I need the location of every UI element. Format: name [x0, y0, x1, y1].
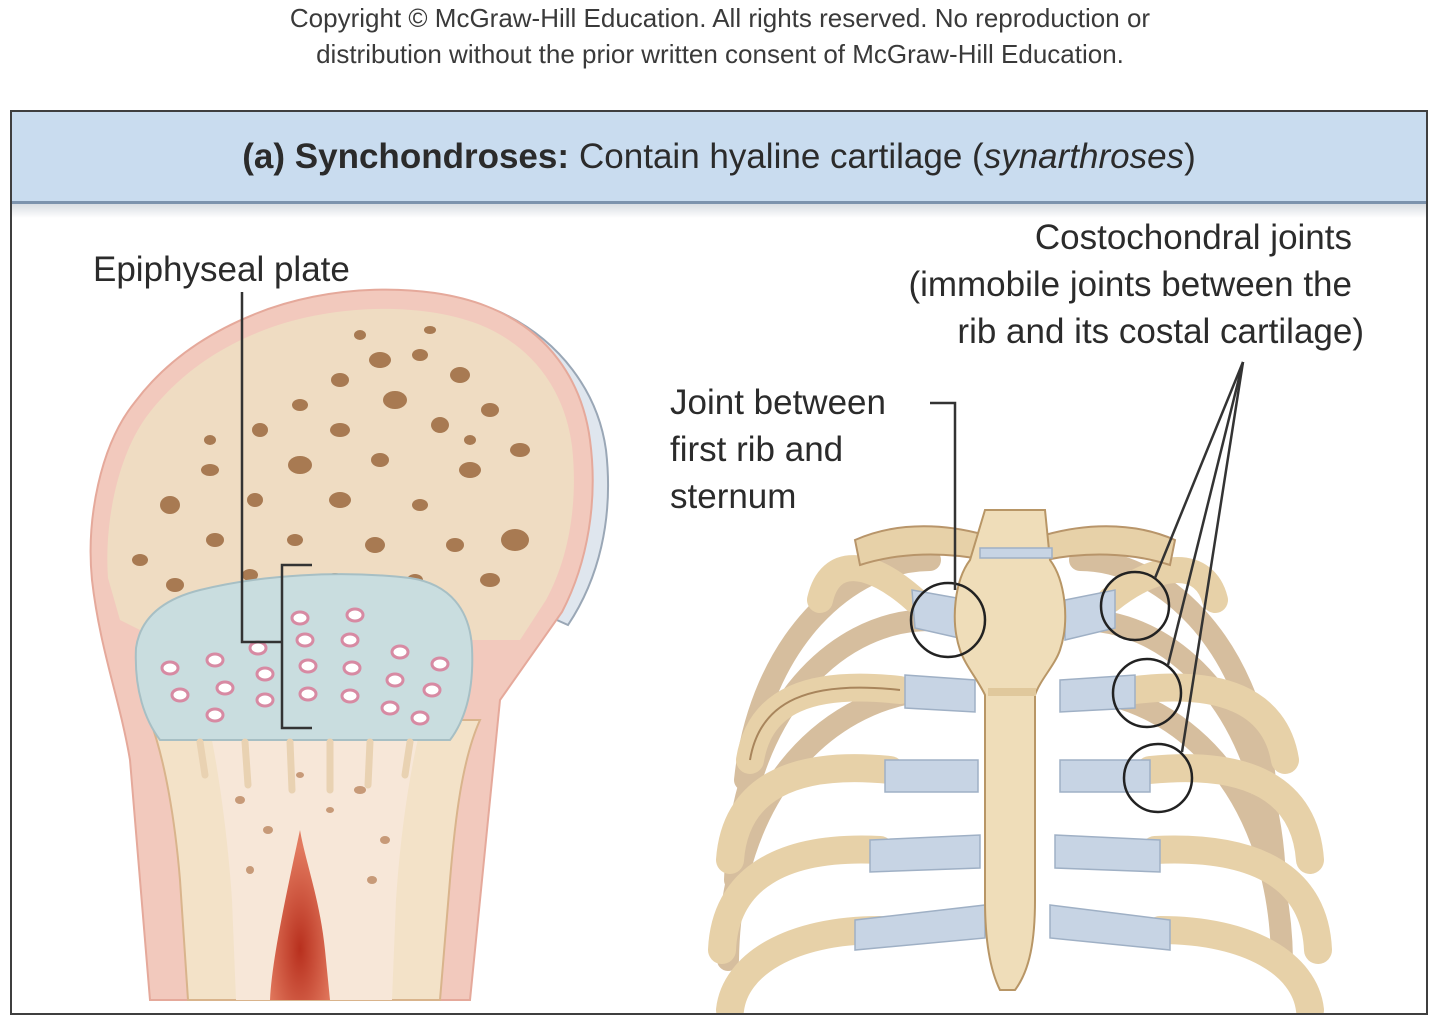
chondrocytes	[160, 607, 450, 726]
epiphyseal-plate	[134, 573, 474, 741]
copyright-notice: Copyright © McGraw-Hill Education. All r…	[0, 0, 1440, 72]
diaphysis-spongy	[210, 730, 420, 1000]
costo-leader-1	[1153, 361, 1245, 579]
label-costochondral-joints: Costochondral joints (immobile joints be…	[908, 214, 1364, 355]
rib-cage-illustration	[708, 361, 1332, 1013]
label-first-rib-joint-line-1: Joint between	[670, 383, 886, 422]
copyright-line-2: distribution without the prior written c…	[316, 39, 1124, 69]
trabecular-pores	[132, 326, 530, 592]
spongy-bone	[107, 308, 574, 640]
label-first-rib-joint: Joint between first rib and sternum	[670, 379, 886, 520]
panel-header: (a) Synchondroses: Contain hyaline carti…	[12, 112, 1426, 204]
trabecular-spikes	[196, 738, 414, 794]
costal-cartilage-right	[1049, 589, 1171, 951]
sternal-angle	[988, 688, 1036, 696]
costochondral-circle-1	[1099, 570, 1171, 642]
copyright-line-1: Copyright © McGraw-Hill Education. All r…	[289, 3, 1151, 33]
anterior-ribs-right	[1097, 557, 1332, 1013]
header-text-post: )	[1184, 136, 1196, 176]
costo-leader-3	[1180, 361, 1245, 753]
rib-leader-lines	[930, 361, 1245, 753]
label-first-rib-joint-line-3: sternum	[670, 477, 797, 516]
humerus-illustration	[89, 288, 609, 1001]
header-label: (a) Synchondroses:	[242, 136, 570, 176]
label-costochondral-line-2: (immobile joints between the	[908, 265, 1352, 304]
header-text-pre: Contain hyaline cartilage (	[579, 136, 984, 176]
manubrium-cartilage	[979, 547, 1053, 559]
costochondral-circle-2	[1111, 657, 1183, 729]
label-epiphyseal-plate: Epiphyseal plate	[93, 250, 350, 289]
bone-marrow	[270, 830, 330, 1000]
joint-highlight-circles	[909, 570, 1194, 814]
label-costochondral-line-3: rib and its costal cartilage)	[957, 312, 1364, 351]
diaphysis-pores	[235, 772, 390, 884]
costo-leader-2	[1166, 361, 1245, 666]
epiphyseal-leader	[240, 292, 312, 730]
first-rib-leader	[930, 401, 957, 590]
label-first-rib-joint-line-2: first rib and	[670, 430, 844, 469]
anterior-ribs-left-outline	[749, 686, 901, 761]
label-costochondral-line-1: Costochondral joints	[1034, 218, 1352, 257]
costochondral-circle-3	[1122, 742, 1194, 814]
first-rib-joint-circle	[909, 581, 987, 659]
costal-cartilage-left	[854, 589, 986, 951]
header-text-italic: synarthroses	[983, 136, 1185, 176]
header-shadow	[12, 204, 1426, 218]
